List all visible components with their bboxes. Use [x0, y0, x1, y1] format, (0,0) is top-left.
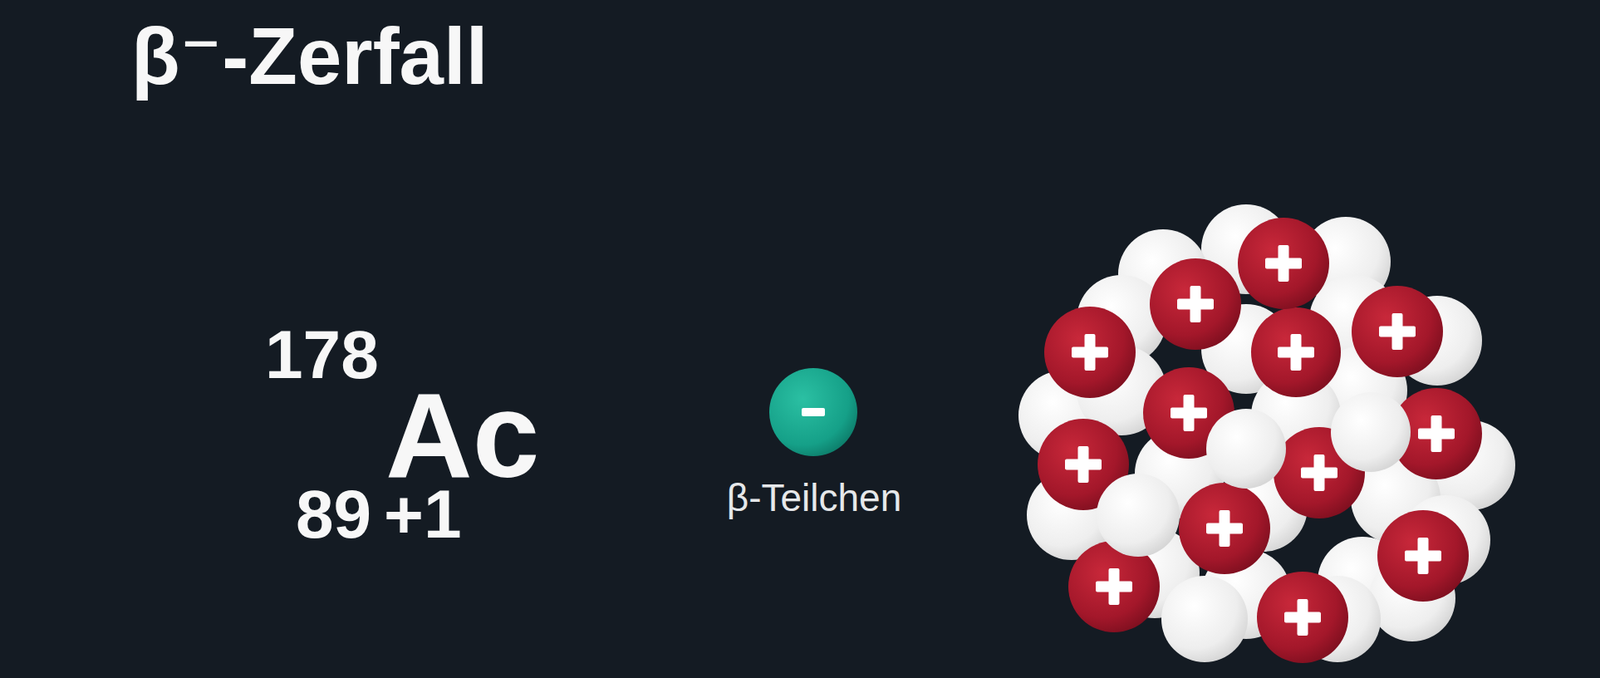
title: β⁻-Zerfall [131, 16, 488, 97]
nucleus [1018, 204, 1516, 663]
nucleus-front [1096, 392, 1411, 557]
particle-label: β-Teilchen [726, 478, 903, 517]
charge-change: +1 [383, 480, 462, 549]
protons [1037, 217, 1483, 663]
element-symbol: Ac [385, 375, 540, 496]
mass-number: 178 [265, 320, 379, 389]
beta-particle [769, 368, 858, 457]
atomic-number: 89 [295, 480, 372, 549]
